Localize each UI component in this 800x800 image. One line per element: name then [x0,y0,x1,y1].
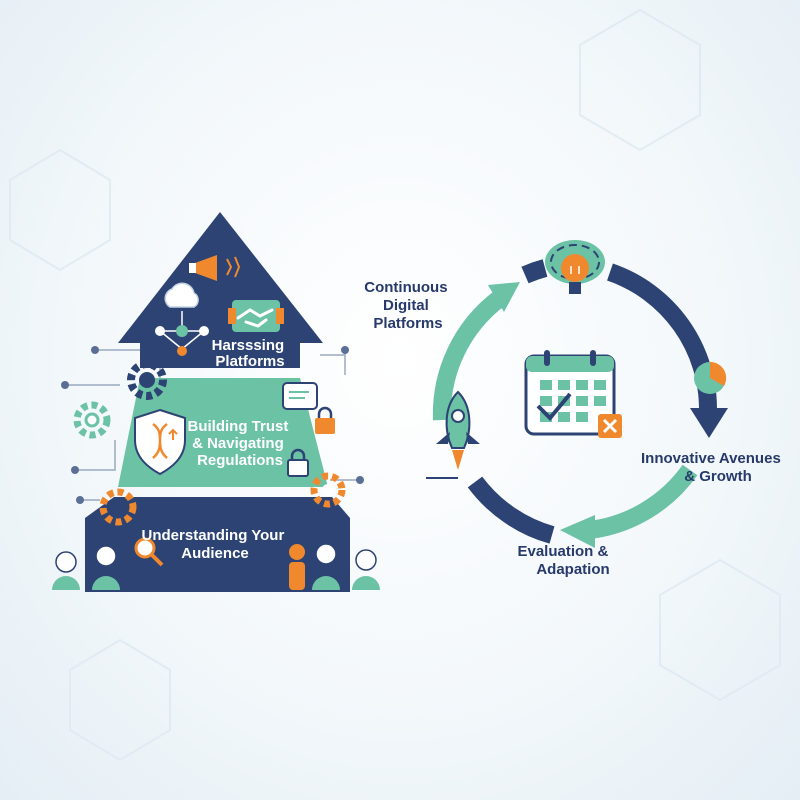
padlock-icon [315,406,335,434]
shield-dna-icon [134,408,186,476]
calendar-icon [524,350,622,438]
rocket-icon [426,390,480,479]
cycle-arrow-left [432,290,506,421]
cloud-network-icon [155,282,209,356]
document-icon [282,382,318,410]
cycle-arrow-top-right [606,263,718,411]
label-evaluation-adapation: Evaluation & Adapation [517,543,612,578]
cycle-arrow-bottom-right [588,464,698,539]
cycle-arrow-bottom-left [467,476,555,544]
background-hexagons [9,8,781,762]
person-icon [352,549,380,590]
magnifier-icon [134,537,164,567]
pyramid-bottom-tier [85,497,350,592]
handshake-icon [228,300,284,332]
lightbulb-brain-icon [545,240,605,294]
cycle-arrow-top [521,259,548,284]
circuit-dots [61,346,364,504]
person-icon [312,543,340,590]
pie-chart-icon [694,361,727,394]
gear-icon [99,488,137,526]
pyramid: Harsssing Platforms Building Trust & Nav… [52,212,380,592]
person-icon [52,551,80,590]
label-innovative-avenues-growth: Innovative Avenues & Growth [641,450,785,485]
label-continuous-digital-platforms: Continuous Digital Platforms [364,279,452,332]
gear-icon [127,360,167,400]
pyramid-bottom-label: Understanding Your Audience [142,527,289,562]
megaphone-icon [189,255,241,281]
person-icon [92,545,120,590]
cycle: Continuous Digital Platforms Innovative … [364,240,785,578]
padlock-icon [287,448,309,477]
pyramid-middle-label: Building Trust & Navigating Regulations [188,418,293,469]
person-icon [289,544,305,590]
gear-icon [73,401,111,439]
gear-icon [310,472,346,508]
pyramid-top-label: Harsssing Platforms [212,337,289,370]
